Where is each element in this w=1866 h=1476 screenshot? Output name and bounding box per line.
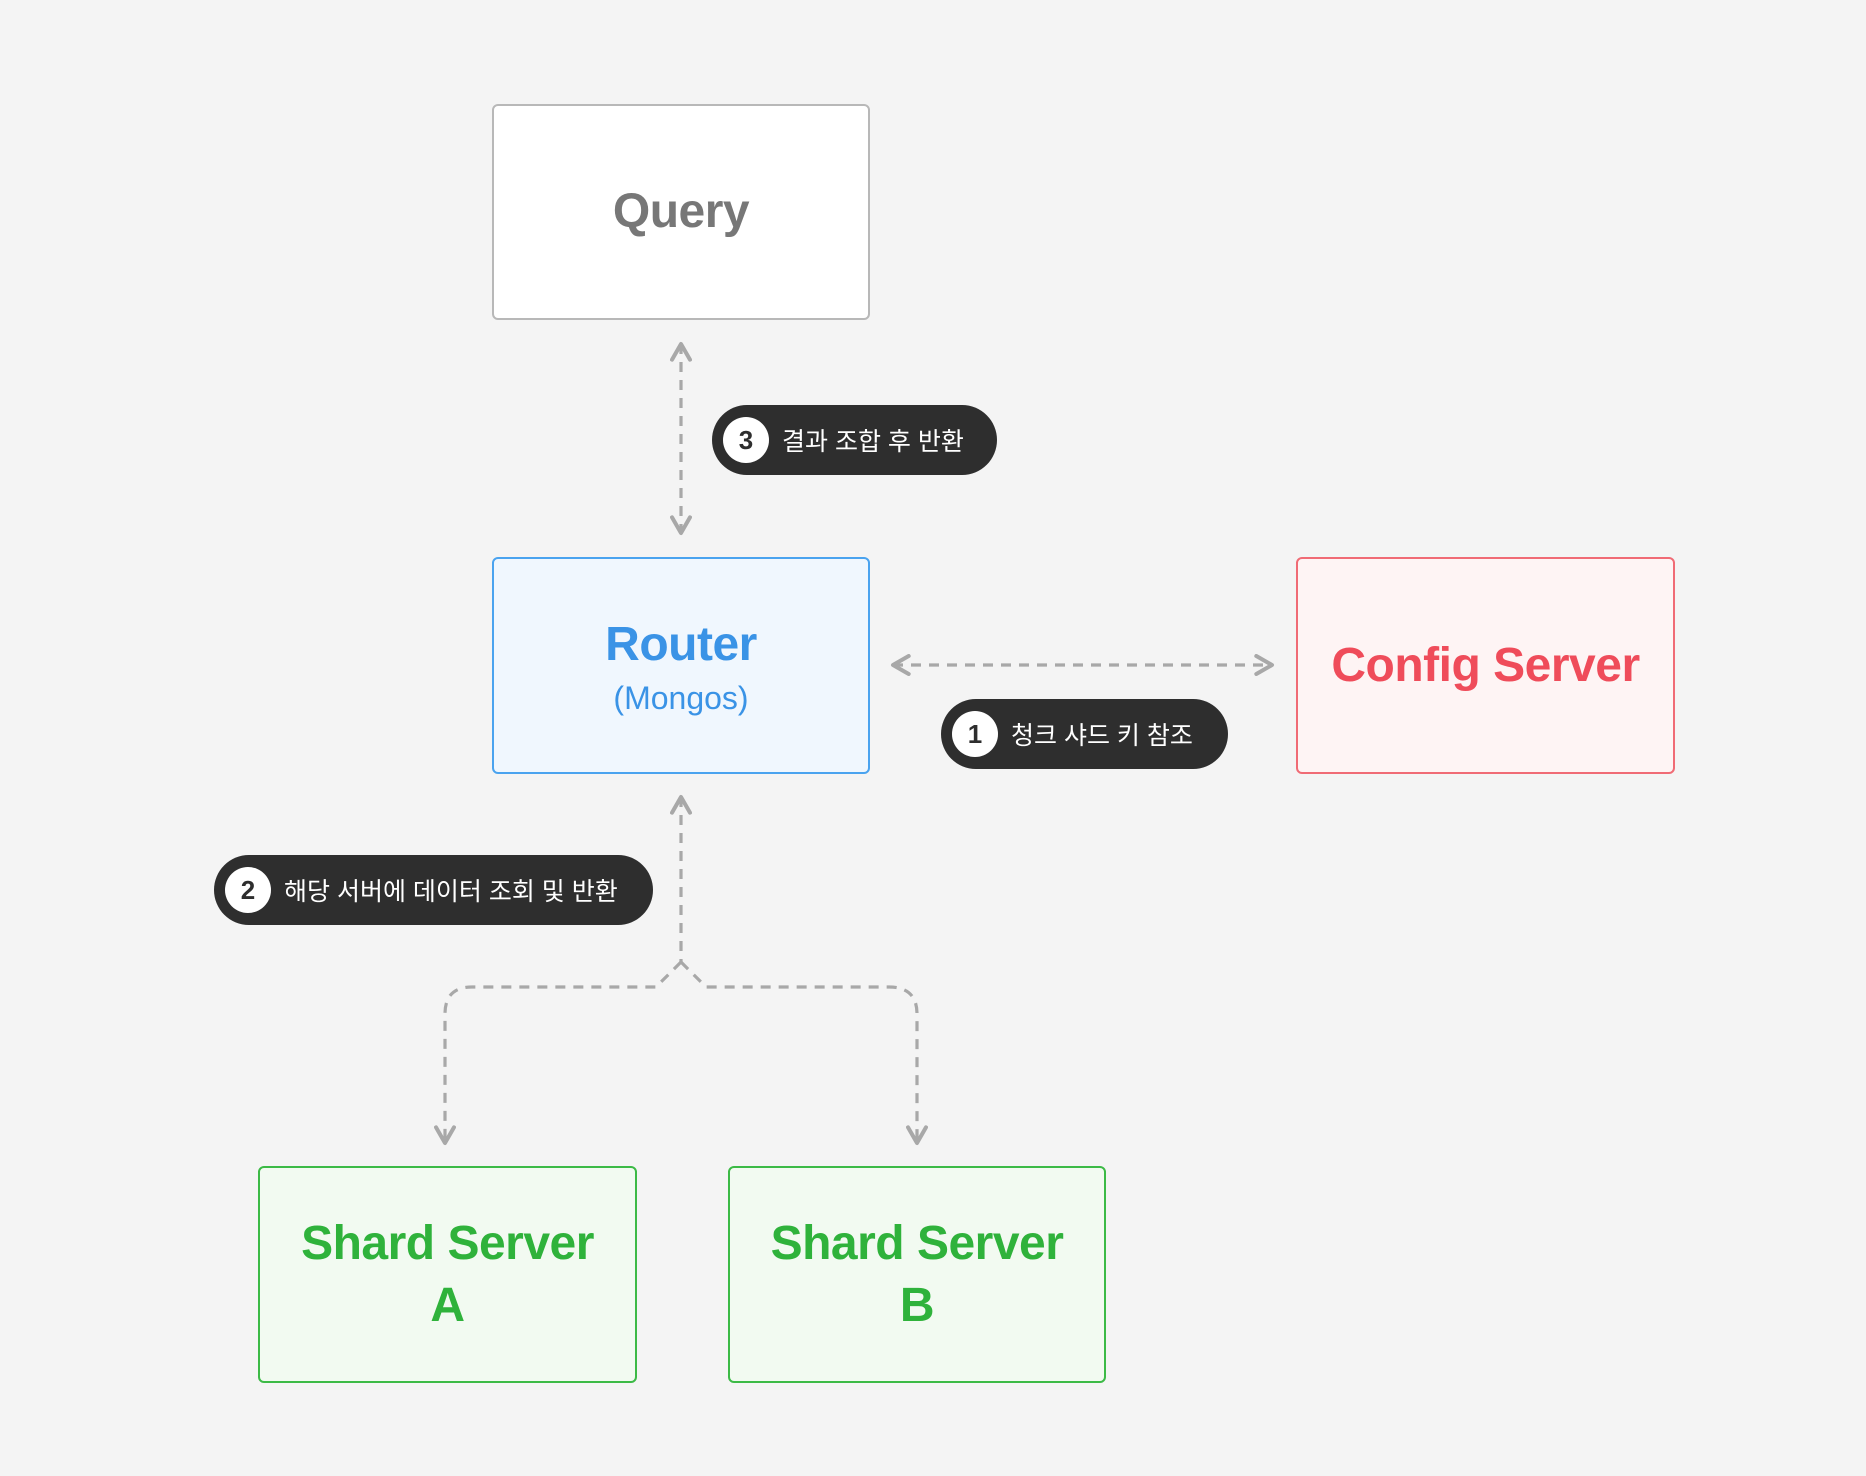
router-node: Router (Mongos) — [492, 557, 870, 774]
router-node-title: Router — [605, 618, 757, 672]
shard-server-a-title-line1: Shard Server — [301, 1217, 594, 1271]
step-2-number-badge: 2 — [225, 867, 271, 913]
config-server-title: Config Server — [1331, 638, 1640, 692]
step-3-label: 3 결과 조합 후 반환 — [712, 405, 997, 475]
step-1-number-badge: 1 — [952, 711, 998, 757]
router-node-subtitle: (Mongos) — [613, 679, 749, 716]
shard-server-b-title-line2: B — [899, 1278, 935, 1332]
step-3-text: 결과 조합 후 반환 — [782, 428, 964, 456]
shard-server-a-title-line2: A — [430, 1278, 465, 1332]
config-server-node: Config Server — [1296, 557, 1675, 774]
step-2-text: 해당 서버에 데이터 조회 및 반환 — [284, 878, 618, 906]
step-1-text: 청크 샤드 키 참조 — [1011, 722, 1193, 750]
shard-server-a-node: Shard Server A — [258, 1166, 637, 1383]
shard-server-b-title-line1: Shard Server — [770, 1217, 1064, 1271]
step-3-number-badge: 3 — [723, 417, 769, 463]
query-node-title: Query — [612, 185, 750, 239]
shard-server-b-node: Shard Server B — [728, 1166, 1106, 1383]
router-shard-b-branch — [679, 960, 928, 1146]
step-2-label: 2 해당 서버에 데이터 조회 및 반환 — [214, 855, 653, 925]
query-node: Query — [492, 104, 870, 320]
router-shard-a-branch — [434, 960, 683, 1146]
step-1-label: 1 청크 샤드 키 참조 — [941, 699, 1228, 769]
